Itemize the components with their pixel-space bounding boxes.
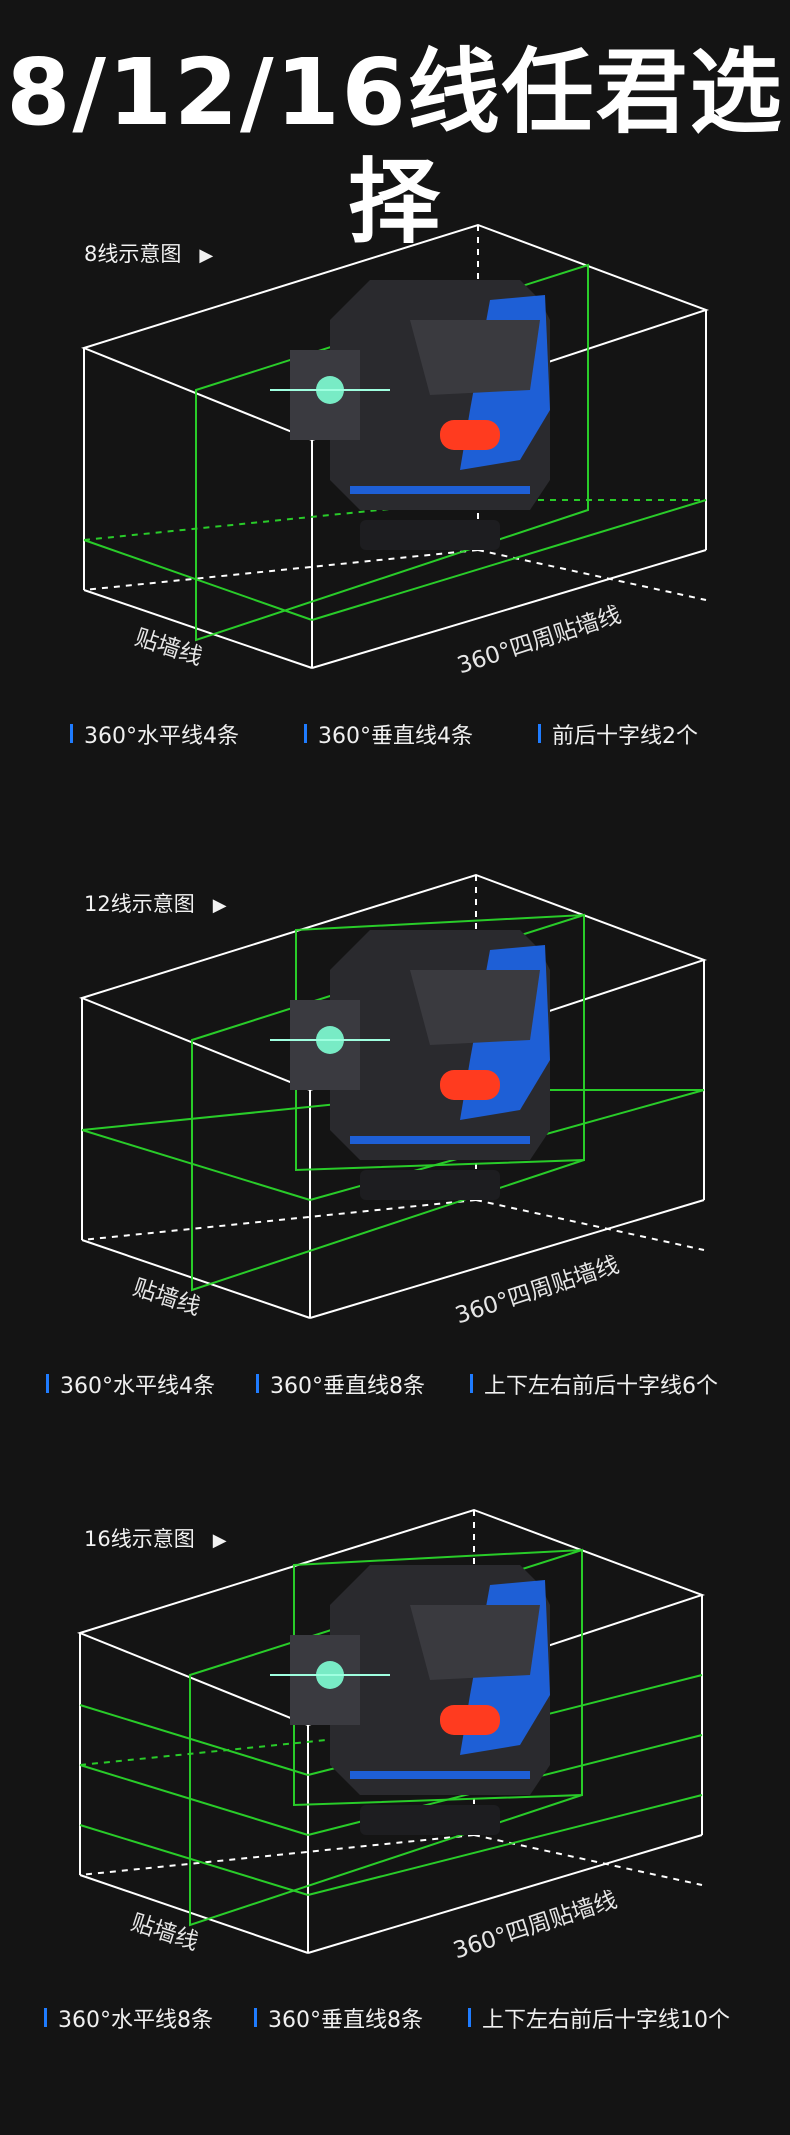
feature-item: 上下左右前后十字线10个 [468, 2002, 730, 2034]
laser-level-device [270, 1565, 550, 1835]
diagram-label: 8线示意图 ▶ [84, 238, 213, 268]
diagram-label: 12线示意图 ▶ [84, 888, 227, 918]
diagram-label: 16线示意图 ▶ [84, 1523, 227, 1553]
section-16-line: 16线示意图▶ 贴墙线 360°四周贴墙线 [0, 1505, 790, 2065]
laser-level-device [270, 280, 550, 550]
page-title: 8/12/16线任君选择 [6, 39, 784, 256]
feature-item: 360°垂直线4条 [304, 718, 473, 750]
section-8-line: 8线示意图▶ 贴墙线 360°四周贴墙线 [0, 220, 790, 780]
diagram-12-line [79, 873, 708, 1319]
feature-item: 上下左右前后十字线6个 [470, 1368, 718, 1400]
feature-item: 前后十字线2个 [538, 718, 698, 750]
diagram-8-line [81, 223, 710, 669]
feature-item: 360°水平线8条 [44, 2002, 213, 2034]
diagram-label-text: 8线示意图 [84, 242, 182, 266]
play-arrow-icon: ▶ [199, 245, 214, 266]
diagram-label-text: 12线示意图 [84, 892, 195, 916]
diagram-16-line [77, 1508, 706, 1954]
feature-list-8-line: 360°水平线4条 360°垂直线4条 前后十字线2个 [0, 718, 790, 758]
feature-item: 360°水平线4条 [46, 1368, 215, 1400]
section-12-line: 12线示意图▶ 贴墙线 360°四周贴墙线 [0, 870, 790, 1430]
feature-list-12-line: 360°水平线4条 360°垂直线8条 上下左右前后十字线6个 [0, 1368, 790, 1408]
feature-list-16-line: 360°水平线8条 360°垂直线8条 上下左右前后十字线10个 [0, 2002, 790, 2042]
feature-item: 360°垂直线8条 [256, 1368, 425, 1400]
feature-item: 360°垂直线8条 [254, 2002, 423, 2034]
feature-item: 360°水平线4条 [70, 718, 239, 750]
play-arrow-icon: ▶ [212, 895, 227, 916]
play-arrow-icon: ▶ [212, 1530, 227, 1551]
laser-level-device [270, 930, 550, 1200]
diagram-label-text: 16线示意图 [84, 1527, 195, 1551]
